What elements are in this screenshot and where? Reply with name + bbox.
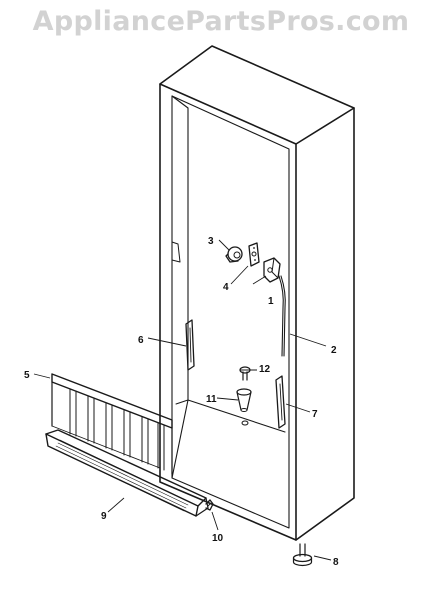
callout-10: 10 [212, 533, 224, 544]
drain-plug [236, 388, 252, 412]
grille-clip [205, 499, 214, 511]
callout-leaders [33, 239, 332, 561]
callout-9: 9 [101, 511, 107, 522]
callout-4: 4 [223, 282, 229, 293]
knob-escutcheon [248, 242, 260, 267]
callout-5: 5 [24, 370, 30, 381]
callout-8: 8 [333, 557, 339, 568]
callout-3: 3 [208, 236, 214, 247]
base-grille [45, 429, 209, 517]
thermostat-bracket [263, 257, 281, 283]
cabinet-body [159, 45, 355, 541]
watermark-logo: AppliancePartsPros.com [32, 6, 410, 37]
callout-1: 1 [268, 296, 274, 307]
shelf-support-left [185, 319, 195, 371]
callout-6: 6 [138, 335, 144, 346]
shelf-support-right [275, 375, 286, 429]
callout-12: 12 [259, 364, 271, 375]
leveling-leg [292, 543, 313, 567]
thermostat-knob [225, 246, 243, 263]
callout-2: 2 [331, 345, 337, 356]
screw [239, 366, 251, 381]
toe-grille-upper [51, 373, 173, 475]
callout-7: 7 [312, 409, 318, 420]
capillary-tube [278, 275, 286, 357]
callout-11: 11 [206, 394, 217, 405]
